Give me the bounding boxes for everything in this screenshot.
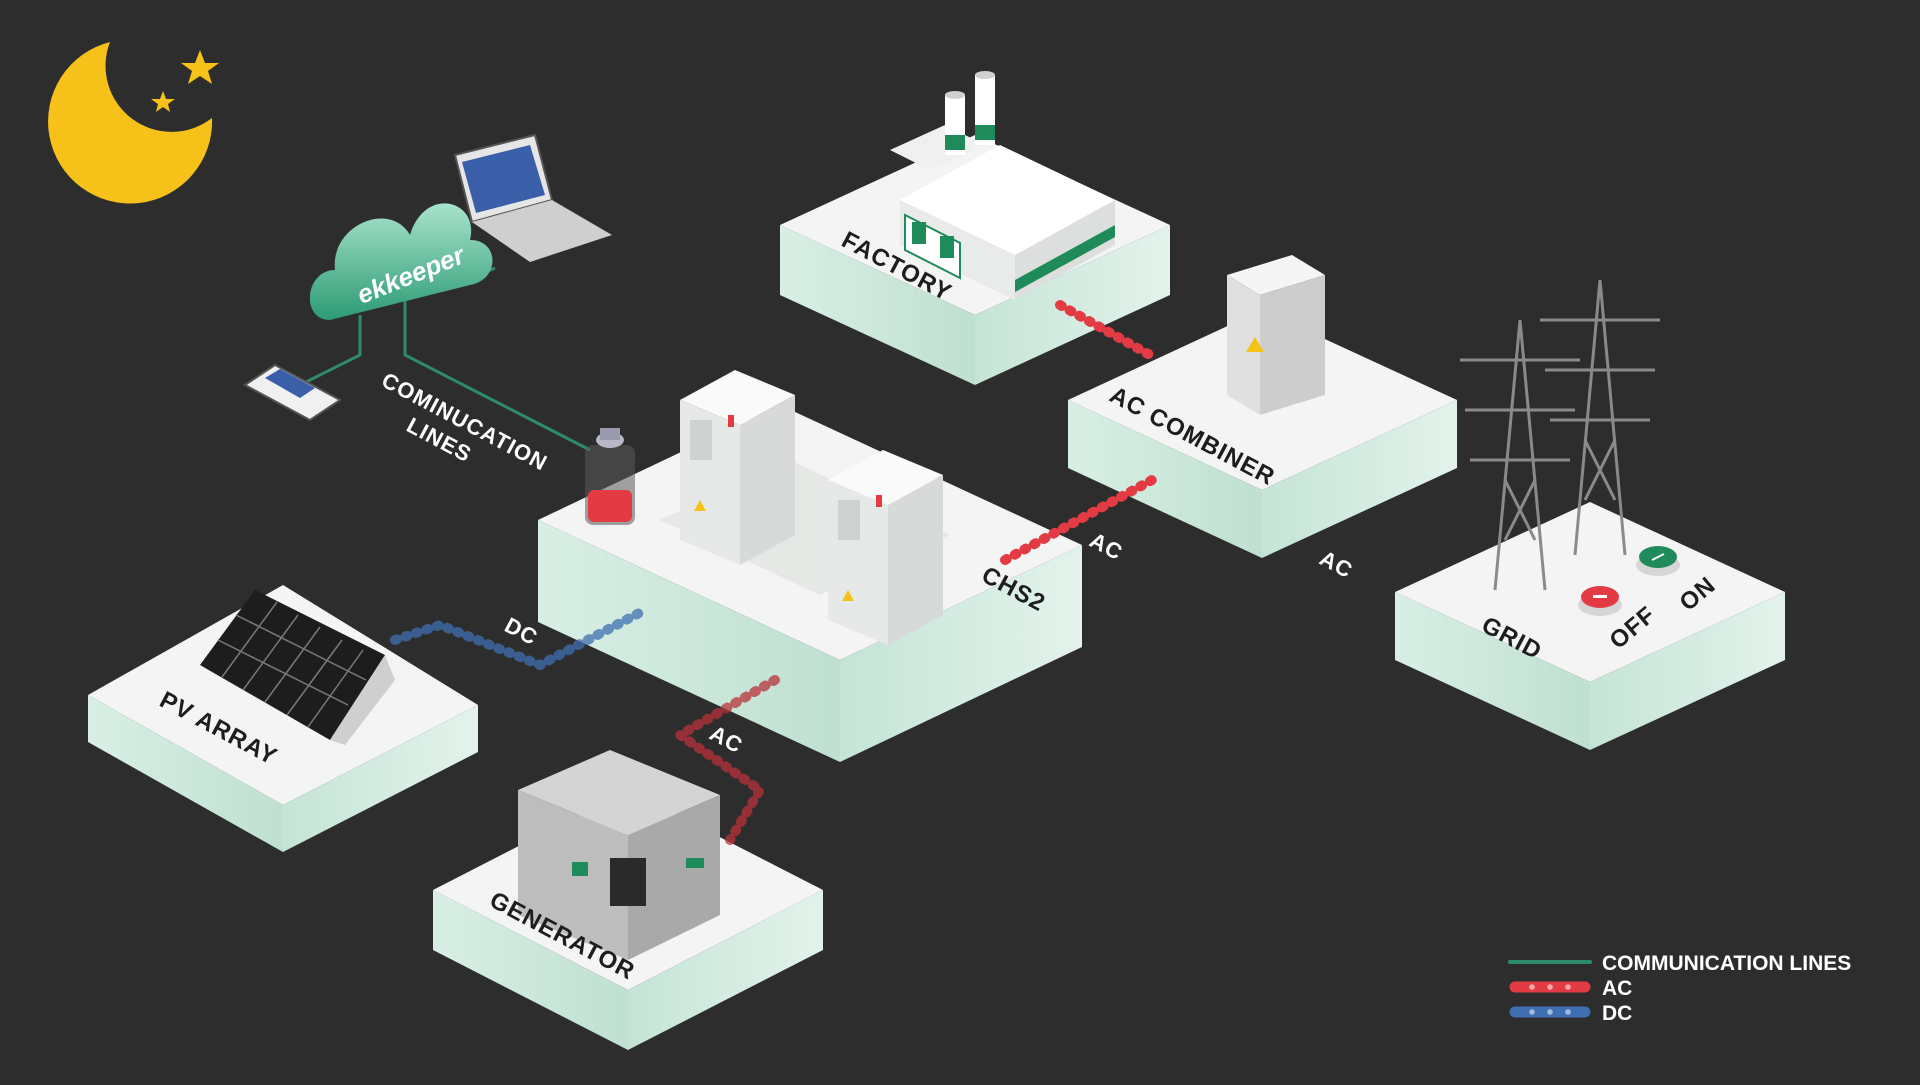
laptop-icon xyxy=(453,133,612,262)
warning-icon xyxy=(1246,337,1264,352)
legend-label-communication: COMMUNICATION LINES xyxy=(1602,952,1851,975)
legend-item-dc: DC xyxy=(1509,1002,1632,1025)
cloud-icon: ekkeeper xyxy=(309,203,493,320)
transmission-tower-icon-back xyxy=(1540,279,1660,556)
chs2-cabinet-left xyxy=(680,370,795,565)
battery-icon xyxy=(585,428,635,525)
chs2-cabinet-right xyxy=(828,450,943,645)
legend: COMMUNICATION LINES AC DC xyxy=(1508,952,1851,1025)
grid-on-button[interactable] xyxy=(1636,546,1680,576)
legend-label-ac: AC xyxy=(1602,977,1632,1000)
dc-label-pv-chs2: DC xyxy=(501,612,543,650)
ac-label-chs2-combiner: AC xyxy=(1086,527,1128,565)
ac-combiner-cabinet xyxy=(1227,255,1325,415)
solar-panel xyxy=(200,590,395,745)
ac-line-chs2-combiner xyxy=(1000,475,1157,565)
grid-platform xyxy=(1395,502,1785,750)
ac-line-factory-combiner xyxy=(1055,300,1155,360)
grid-off-button[interactable] xyxy=(1578,586,1622,616)
star-icon-small xyxy=(151,91,175,112)
legend-item-communication: COMMUNICATION LINES xyxy=(1508,952,1851,975)
dc-line-pv-chs2 xyxy=(390,605,650,671)
ac-line-generator-chs2 xyxy=(670,675,780,845)
tablet-icon xyxy=(243,363,342,422)
generator-unit xyxy=(518,750,720,960)
legend-item-ac: AC xyxy=(1509,977,1632,1000)
legend-label-dc: DC xyxy=(1602,1002,1632,1025)
factory-building xyxy=(890,71,1115,300)
ac-label-combiner-grid: AC xyxy=(1316,545,1358,583)
star-icon xyxy=(181,50,219,84)
moon-icon xyxy=(48,42,213,204)
transmission-tower-icon xyxy=(1460,319,1580,591)
